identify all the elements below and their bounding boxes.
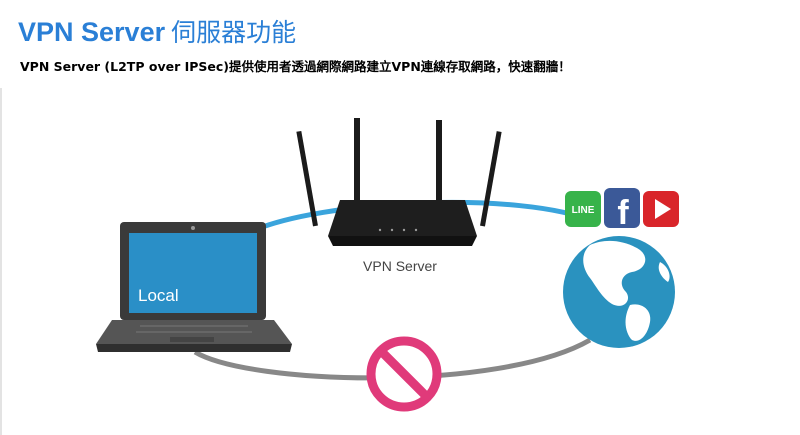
facebook-letter: f — [617, 194, 629, 232]
router-label: VPN Server — [363, 258, 437, 274]
line-app-icon: LINE — [565, 191, 601, 227]
page-title-en: VPN Server — [18, 17, 166, 47]
laptop-label: Local — [138, 286, 179, 305]
page-title-zh: 伺服器功能 — [171, 18, 297, 47]
no-entry-icon — [366, 336, 442, 412]
left-border-line — [0, 88, 2, 435]
youtube-icon — [643, 191, 679, 227]
facebook-icon: f — [604, 188, 640, 232]
laptop-icon — [96, 222, 292, 352]
router-icon — [296, 118, 502, 246]
page-subtitle: VPN Server (L2TP over IPSec)提供使用者透過網際網路建… — [20, 59, 571, 74]
line-app-label: LINE — [572, 205, 595, 216]
globe-icon — [563, 236, 675, 348]
